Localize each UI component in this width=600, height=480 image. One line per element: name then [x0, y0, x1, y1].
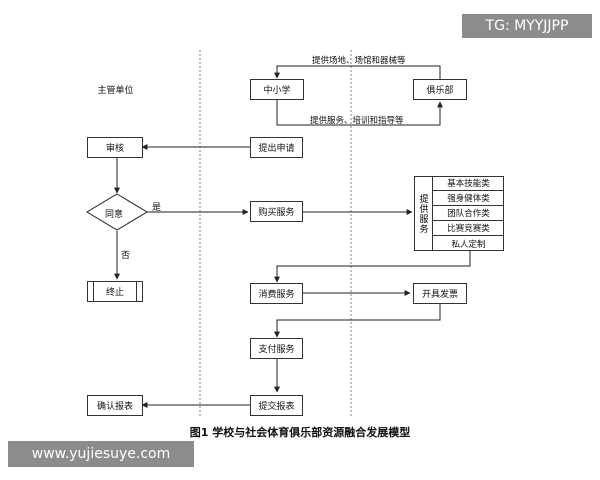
node-club: 俱乐部	[413, 79, 467, 100]
arrow-services-to-consume	[274, 251, 471, 283]
label-no: 否	[121, 251, 131, 261]
service-item: 基本技能类	[433, 176, 504, 191]
watermark-tg: TG: MYYJJPP	[462, 14, 592, 38]
service-item: 团队合作类	[433, 206, 504, 221]
node-school: 中小学	[250, 79, 304, 100]
agree-decision-diamond	[86, 193, 148, 231]
label-school-to-club: 提供服务、培训和指导等	[310, 116, 404, 126]
service-item: 比赛竞赛类	[433, 221, 504, 236]
node-review: 审核	[87, 137, 143, 158]
arrow-club-to-school	[274, 65, 441, 80]
node-consume: 消费服务	[250, 283, 303, 304]
service-item: 私人定制	[451, 239, 486, 250]
terminate-inner-line-left	[93, 281, 94, 302]
node-pay: 支付服务	[250, 338, 303, 359]
node-invoice: 开具发票	[413, 283, 467, 304]
node-supervisor: 主管单位	[87, 79, 144, 100]
label-club-to-school: 提供场地、场馆和器械等	[312, 56, 406, 66]
terminate-inner-line-right	[136, 281, 137, 302]
services-group	[414, 176, 504, 251]
node-apply: 提出申请	[250, 137, 303, 158]
watermark-site: www.yujiesuye.com	[8, 441, 194, 467]
arrow-school-to-club	[276, 100, 443, 126]
arrow-invoice-to-pay	[274, 304, 441, 338]
label-yes: 是	[152, 203, 162, 213]
node-submit: 提交报表	[250, 395, 303, 416]
node-agree: 同意	[105, 210, 124, 220]
service-item: 强身健体类	[433, 191, 504, 206]
node-buy: 购买服务	[250, 201, 303, 222]
node-confirm: 确认报表	[87, 395, 143, 416]
services-title: 提供服务	[414, 176, 433, 251]
figure-caption: 图1 学校与社会体育俱乐部资源融合发展模型	[189, 426, 411, 439]
node-terminate: 终止	[87, 281, 143, 302]
